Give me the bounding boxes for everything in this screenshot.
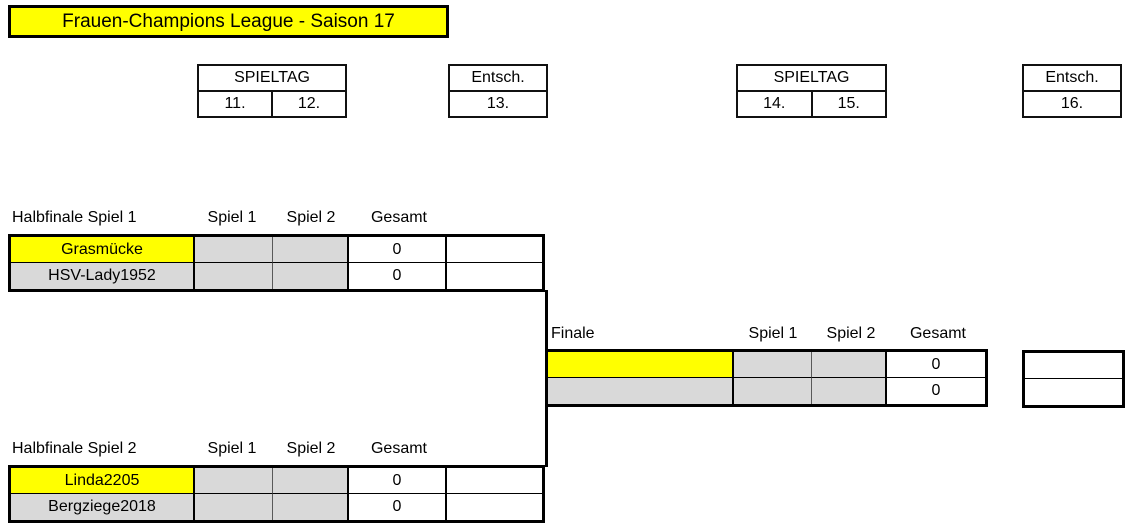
semifinal1-table: Grasmücke 0 HSV-Lady1952 0 bbox=[8, 234, 545, 292]
entsch-header: Entsch. bbox=[1024, 66, 1120, 92]
score-cell-spiel1[interactable] bbox=[734, 352, 812, 378]
column-header-spiel1: Spiel 1 bbox=[207, 209, 257, 226]
gesamt-cell[interactable]: 0 bbox=[349, 468, 447, 494]
semifinal1-label: Halbfinale Spiel 1 bbox=[12, 209, 137, 226]
column-header-spiel1: Spiel 1 bbox=[748, 325, 798, 342]
gesamt-cell[interactable]: 0 bbox=[349, 237, 447, 263]
final-label: Finale bbox=[551, 325, 595, 342]
gesamt-cell[interactable]: 0 bbox=[887, 352, 985, 378]
score-cell-spiel1[interactable] bbox=[195, 263, 273, 289]
spieltag-header: SPIELTAG bbox=[738, 66, 885, 92]
entsch-box-2: Entsch. 16. bbox=[1022, 64, 1122, 118]
matchday-cell-12[interactable]: 12. bbox=[271, 92, 345, 116]
entsch-header: Entsch. bbox=[450, 66, 546, 92]
result-cell[interactable] bbox=[447, 237, 542, 263]
score-cell-spiel1[interactable] bbox=[195, 237, 273, 263]
matchday-cell-14[interactable]: 14. bbox=[763, 95, 786, 112]
score-cell-spiel1[interactable] bbox=[195, 468, 273, 494]
gesamt-cell[interactable]: 0 bbox=[349, 494, 447, 520]
score-cell-spiel2[interactable] bbox=[273, 263, 349, 289]
column-header-spiel1: Spiel 1 bbox=[207, 440, 257, 457]
tournament-title: Frauen-Champions League - Saison 17 bbox=[8, 5, 449, 38]
gesamt-cell[interactable]: 0 bbox=[887, 378, 985, 404]
result-cell[interactable] bbox=[447, 263, 542, 289]
score-cell-spiel1[interactable] bbox=[734, 378, 812, 404]
spieltag-box-2: SPIELTAG 14. 15. bbox=[736, 64, 887, 118]
matchday-cell-11[interactable]: 11. bbox=[224, 95, 246, 112]
score-cell-spiel2[interactable] bbox=[812, 352, 887, 378]
team-name-cell[interactable]: Bergziege2018 bbox=[11, 494, 195, 520]
score-cell-spiel2[interactable] bbox=[273, 494, 349, 520]
winner-cell[interactable] bbox=[1025, 379, 1122, 405]
column-header-spiel2: Spiel 2 bbox=[286, 440, 336, 457]
result-cell[interactable] bbox=[447, 494, 542, 520]
column-header-gesamt: Gesamt bbox=[370, 209, 427, 226]
score-cell-spiel2[interactable] bbox=[273, 468, 349, 494]
matchday-cell-15[interactable]: 15. bbox=[810, 92, 886, 116]
spieltag-box-1: SPIELTAG 11. 12. bbox=[197, 64, 347, 118]
semifinal2-table: Linda2205 0 Bergziege2018 0 bbox=[8, 465, 545, 523]
semifinal2-label: Halbfinale Spiel 2 bbox=[12, 440, 137, 457]
winner-box bbox=[1022, 350, 1125, 408]
spieltag-header: SPIELTAG bbox=[199, 66, 345, 92]
column-header-spiel2: Spiel 2 bbox=[286, 209, 336, 226]
score-cell-spiel2[interactable] bbox=[812, 378, 887, 404]
team-name-cell[interactable] bbox=[548, 352, 734, 378]
entsch-box-1: Entsch. 13. bbox=[448, 64, 548, 118]
winner-cell[interactable] bbox=[1025, 353, 1122, 379]
team-name-cell[interactable]: Grasmücke bbox=[11, 237, 195, 263]
matchday-cell-16[interactable]: 16. bbox=[1060, 95, 1084, 112]
column-header-spiel2: Spiel 2 bbox=[826, 325, 876, 342]
column-header-gesamt: Gesamt bbox=[909, 325, 966, 342]
team-name-cell[interactable] bbox=[548, 378, 734, 404]
team-name-cell[interactable]: Linda2205 bbox=[11, 468, 195, 494]
gesamt-cell[interactable]: 0 bbox=[349, 263, 447, 289]
final-table: 0 0 bbox=[545, 349, 988, 407]
score-cell-spiel2[interactable] bbox=[273, 237, 349, 263]
result-cell[interactable] bbox=[447, 468, 542, 494]
matchday-cell-13[interactable]: 13. bbox=[486, 95, 510, 112]
column-header-gesamt: Gesamt bbox=[370, 440, 427, 457]
team-name-cell[interactable]: HSV-Lady1952 bbox=[11, 263, 195, 289]
score-cell-spiel1[interactable] bbox=[195, 494, 273, 520]
